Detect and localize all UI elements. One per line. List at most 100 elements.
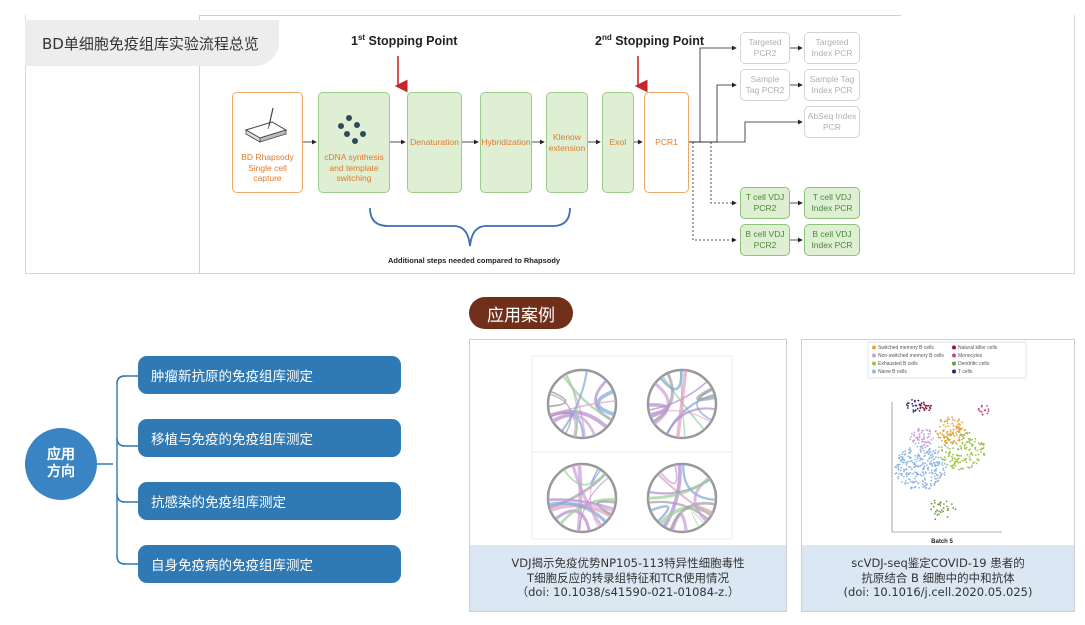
cdna-line-2: and template <box>329 162 379 173</box>
scatter-point <box>952 425 955 427</box>
application-item-tumor-neoantigen[interactable]: 肿瘤新抗原的免疫组库测定 <box>138 356 401 394</box>
scatter-point <box>901 473 903 475</box>
scatter-point <box>950 434 953 437</box>
scatter-point <box>957 458 959 461</box>
scatter-point <box>921 438 923 441</box>
scatter-point <box>983 452 985 455</box>
scatter-point <box>902 458 904 461</box>
scatter-point <box>916 456 919 458</box>
scatter-point <box>916 407 919 410</box>
scatter-point <box>940 419 942 421</box>
scatter-point <box>904 480 907 483</box>
legend-entry: Non-switched memory B cells <box>878 353 944 359</box>
scatter-point <box>939 501 942 504</box>
scatter-point <box>908 465 910 468</box>
scatter-point <box>911 480 914 483</box>
tcell-line-1: T cell VDJ <box>745 192 785 203</box>
scatter-point <box>963 437 965 440</box>
scatter-point <box>956 420 959 423</box>
application-item-autoimmune[interactable]: 自身免疫病的免疫组库测定 <box>138 545 401 583</box>
scatter-point <box>936 514 939 516</box>
scatter-point <box>911 461 914 464</box>
scatter-point <box>941 472 943 475</box>
scatter-point <box>957 419 960 421</box>
legend-swatch <box>872 353 876 358</box>
scatter-point <box>952 428 955 431</box>
scatter-point <box>894 466 897 468</box>
scatter-point <box>961 438 964 441</box>
bcell-line-2: PCR2 <box>753 240 777 250</box>
application-item-anti-infection[interactable]: 抗感染的免疫组库测定 <box>138 482 401 520</box>
scatter-point <box>970 451 973 454</box>
scatter-point <box>943 456 946 459</box>
first-stopping-point-label: 1st Stopping Point <box>351 33 458 49</box>
scatter-point <box>945 500 948 503</box>
scatter-point <box>923 449 925 452</box>
scatter-point <box>912 440 915 443</box>
scatter-point <box>930 476 933 479</box>
scatter-point <box>965 457 968 460</box>
scatter-point <box>905 461 908 464</box>
application-item-transplant[interactable]: 移植与免疫的免疫组库测定 <box>138 419 401 457</box>
scatter-point <box>948 454 951 457</box>
scatter-point <box>947 439 950 441</box>
scatter-point <box>927 468 929 471</box>
scatter-point <box>964 459 966 462</box>
direction-line-1: 应用 <box>47 446 75 463</box>
scatter-point <box>922 486 924 488</box>
chord-link <box>590 467 602 485</box>
scatter-point <box>968 449 971 451</box>
case-card-vdj-np105[interactable]: VDJ揭示免疫优势NP105-113特异性细胞毒性 T细胞反应的转录组特征和TC… <box>469 339 787 612</box>
hybridization-label: Hybridization <box>481 137 531 148</box>
scatter-point <box>935 473 938 476</box>
scatter-point <box>953 439 955 442</box>
scatter-point <box>949 431 952 433</box>
scatter-point <box>909 447 911 449</box>
scatter-point <box>937 479 940 482</box>
scatter-point <box>931 471 933 474</box>
scatter-point <box>918 486 920 489</box>
chord-link <box>563 468 606 486</box>
second-stopping-point-label: 2nd Stopping Point <box>595 33 705 49</box>
scatter-point <box>924 482 927 484</box>
scatter-point <box>934 518 937 521</box>
scatter-point <box>934 449 937 452</box>
scatter-point <box>954 460 956 463</box>
scatter-point <box>925 487 928 490</box>
scatter-point <box>952 447 954 450</box>
scatter-point <box>935 456 937 459</box>
cdna-line-1: cDNA synthesis <box>324 152 384 163</box>
scatter-point <box>931 464 934 467</box>
scatter-point <box>938 446 940 448</box>
scatter-point <box>946 446 949 449</box>
capture-box: BD Rhapsody Single cell capture <box>232 92 303 193</box>
scatter-point <box>940 474 942 477</box>
scatter-point <box>913 466 915 469</box>
case2-caption-line-2: 抗原结合 B 细胞中的中和抗体 <box>861 570 1015 585</box>
scatter-point <box>914 455 916 457</box>
scatter-point <box>912 405 914 407</box>
scatter-point <box>954 441 957 444</box>
chord-link <box>548 499 614 513</box>
capture-line-1: BD Rhapsody <box>241 152 294 163</box>
scatter-point <box>909 438 912 441</box>
scatter-point <box>936 477 938 480</box>
scatter-point <box>928 451 931 454</box>
title-tab <box>25 20 279 66</box>
targeted-index-line-1: Targeted <box>815 37 849 48</box>
scatter-point <box>961 421 963 424</box>
scatter-point <box>939 425 941 428</box>
sample-tag-index-line-2: Index PCR <box>811 85 853 95</box>
cdna-line-3: switching <box>336 173 372 184</box>
scatter-point <box>966 431 969 434</box>
scatter-point <box>924 478 926 481</box>
chord-ring <box>546 368 618 440</box>
scatter-point <box>937 464 939 467</box>
scatter-point <box>930 508 932 511</box>
scatter-point <box>899 463 901 466</box>
scatter-point <box>927 466 930 469</box>
scatter-point <box>914 399 916 402</box>
scatter-point <box>920 458 922 461</box>
beads-icon <box>338 115 366 144</box>
